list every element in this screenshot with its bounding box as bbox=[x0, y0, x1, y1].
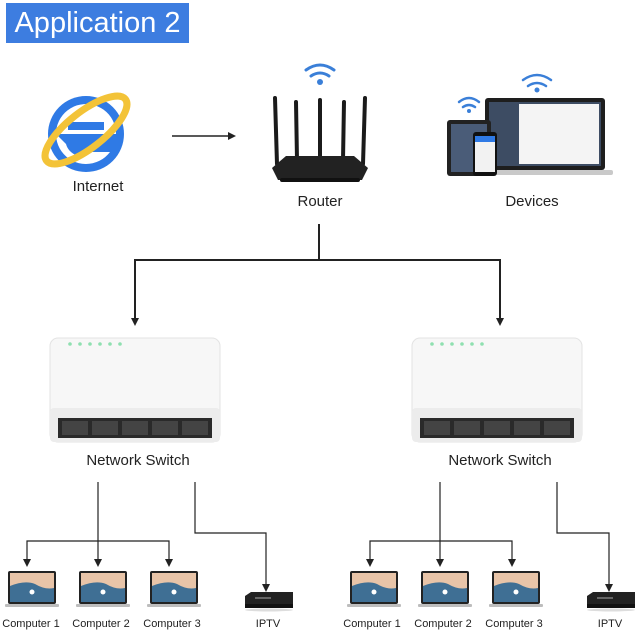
router-label: Router bbox=[297, 193, 343, 210]
laptop-icon bbox=[489, 570, 543, 615]
laptop-icon bbox=[347, 570, 401, 615]
router-to-right-switch bbox=[319, 259, 504, 326]
devices-label: Devices bbox=[505, 193, 559, 210]
network-switch-icon bbox=[411, 337, 583, 443]
left-branch-c3 bbox=[98, 540, 173, 567]
computer-label: Computer 1 bbox=[2, 618, 60, 630]
right-branch-c3 bbox=[440, 540, 516, 567]
router-to-left-switch bbox=[131, 259, 319, 326]
left-switch-label: Network Switch bbox=[86, 452, 190, 469]
iptv-box-icon bbox=[585, 590, 637, 617]
devices-icon bbox=[447, 73, 613, 176]
computer-label: Computer 2 bbox=[414, 618, 472, 630]
computer-label: Computer 3 bbox=[485, 618, 543, 630]
laptop-icon bbox=[418, 570, 472, 615]
laptop-icon bbox=[5, 570, 59, 615]
right-branch-iptv bbox=[556, 482, 613, 592]
iptv-label: IPTV bbox=[597, 618, 623, 630]
computer-label: Computer 2 bbox=[72, 618, 130, 630]
left-branch-c1 bbox=[23, 540, 98, 567]
browser-e-icon bbox=[41, 92, 131, 172]
network-switch-icon bbox=[49, 337, 221, 443]
right-switch-label: Network Switch bbox=[448, 452, 552, 469]
left-branch-iptv bbox=[194, 482, 270, 592]
iptv-box-icon bbox=[243, 590, 295, 617]
router-icon bbox=[272, 63, 368, 182]
right-branch-c1 bbox=[366, 540, 440, 567]
laptop-icon bbox=[76, 570, 130, 615]
diagram-title: Application 2 bbox=[6, 3, 189, 43]
computer-label: Computer 3 bbox=[143, 618, 201, 630]
laptop-icon bbox=[147, 570, 201, 615]
computer-label: Computer 1 bbox=[343, 618, 401, 630]
iptv-label: IPTV bbox=[255, 618, 281, 630]
internet-label: Internet bbox=[72, 178, 124, 195]
